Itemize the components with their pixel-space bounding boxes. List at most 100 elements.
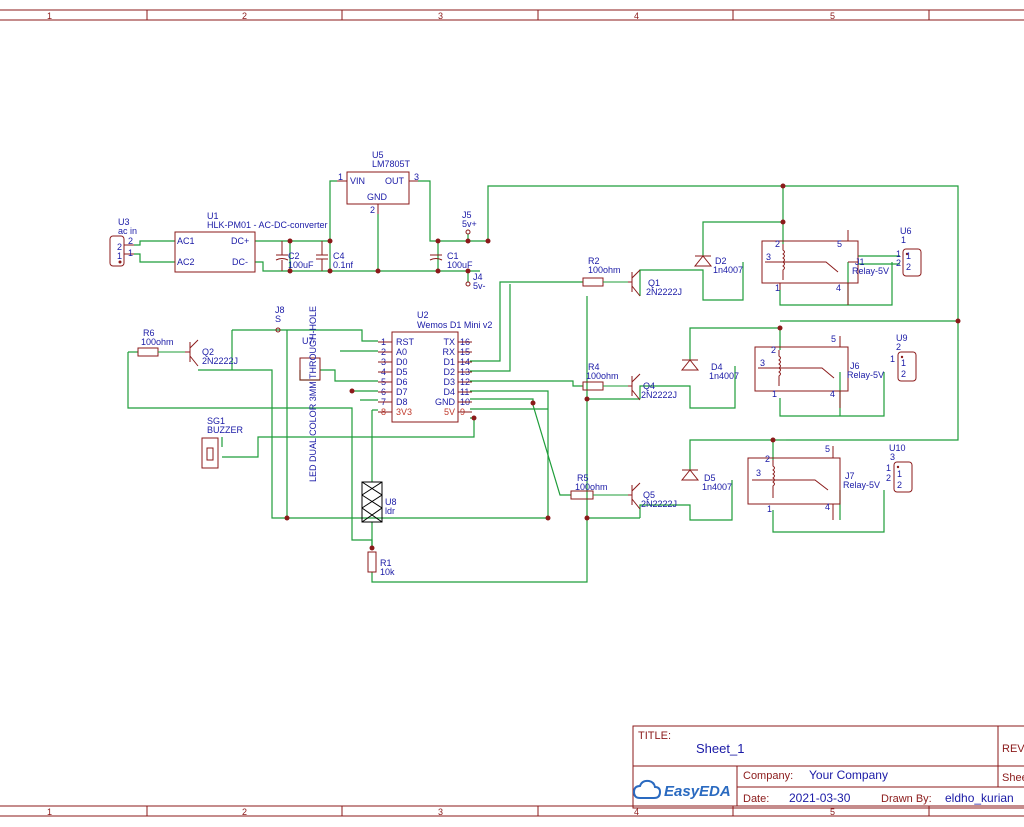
u5-out: OUT — [385, 176, 405, 186]
r5-ref: R5 — [577, 473, 589, 483]
u2-left-pin-name-3: D5 — [396, 367, 408, 377]
u2-right-pin-name-4: D3 — [443, 377, 455, 387]
frame-col-4-top: 4 — [634, 11, 639, 21]
d2-ref: D2 — [715, 256, 727, 266]
u3-value: ac in — [118, 226, 137, 236]
u1-ref: U1 — [207, 211, 219, 221]
j7-pin3: 3 — [756, 468, 761, 478]
u5-value: LM7805T — [372, 159, 411, 169]
j8-value: S — [275, 314, 281, 324]
j4-value: 5v- — [473, 281, 486, 291]
u2-wemos-body — [391, 331, 459, 423]
sheet-frame — [0, 9, 1024, 817]
u9-pin1-out: 1 — [890, 354, 895, 364]
q2-value: 2N2222J — [202, 356, 238, 366]
u2-left-pin-name-0: RST — [396, 337, 415, 347]
r5-value: 100ohm — [575, 482, 608, 492]
u2-left-pin-name-6: D8 — [396, 397, 408, 407]
u7-value: LED DUAL COLOR 3MM THROUGH-HOLE — [308, 306, 318, 482]
r1-resistor — [367, 551, 377, 573]
u3-pin1: 1 — [128, 248, 133, 258]
u5-p3: 3 — [414, 172, 419, 182]
j6-pin3: 3 — [760, 358, 765, 368]
d4-ref: D4 — [711, 362, 723, 372]
u8-value: ldr — [385, 506, 395, 516]
drawn-by-label: Drawn By: — [881, 793, 932, 805]
frame-col-3-bottom: 3 — [438, 807, 443, 817]
u9-pin1: 1 — [901, 358, 906, 368]
r5-resistor — [570, 490, 594, 500]
j5-test-point — [465, 229, 471, 235]
company-value: Your Company — [809, 768, 888, 782]
sheet-title: Sheet_1 — [696, 741, 744, 756]
u5-vin: VIN — [350, 176, 365, 186]
u9-pin2: 2 — [901, 369, 906, 379]
j7-ref: J7 — [845, 471, 855, 481]
j6-pin2: 2 — [771, 345, 776, 355]
q4-ref: Q4 — [643, 381, 655, 391]
j1-ref: J1 — [855, 257, 865, 267]
u5-gnd: GND — [367, 192, 388, 202]
d4-diode — [680, 359, 700, 371]
frame-col-4-bottom: 4 — [634, 807, 639, 817]
j7-value: Relay-5V — [843, 480, 880, 490]
u9-ref: U9 — [896, 333, 908, 343]
c4-ref: C4 — [333, 251, 345, 261]
j1-pin1: 1 — [775, 283, 780, 293]
j6-ref: J6 — [850, 361, 860, 371]
rev-label: REV — [1002, 743, 1024, 755]
j1-pin3: 3 — [766, 252, 771, 262]
j1-pin4: 4 — [836, 283, 841, 293]
u10-ref: U10 — [889, 443, 906, 453]
u5-ref: U5 — [372, 150, 384, 160]
sheet-label: Shee — [1002, 772, 1024, 784]
date-value: 2021-03-30 — [789, 791, 851, 805]
q1-transistor — [628, 269, 641, 297]
frame-col-1-top: 1 — [47, 11, 52, 21]
u2-right-pin-name-0: TX — [443, 337, 455, 347]
r6-ref: R6 — [143, 328, 155, 338]
u2-left-pin-name-5: D7 — [396, 387, 408, 397]
u2-left-pin-name-7: 3V3 — [396, 407, 412, 417]
u2-right-pin-name-3: D2 — [443, 367, 455, 377]
j6-pin5: 5 — [831, 334, 836, 344]
u6-pin2: 2 — [906, 262, 911, 272]
j5-ref: J5 — [462, 210, 472, 220]
u3-ac-in-connector — [109, 235, 134, 267]
r6-value: 100ohm — [141, 337, 174, 347]
c1-capacitor — [429, 254, 443, 261]
u2-left-pin-name-1: A0 — [396, 347, 407, 357]
u10-pin2-out: 2 — [886, 473, 891, 483]
j6-value: Relay-5V — [847, 370, 884, 380]
u2-value: Wemos D1 Mini v2 — [417, 320, 492, 330]
c4-capacitor — [316, 241, 328, 271]
u9-header — [897, 351, 917, 382]
j7-pin4: 4 — [825, 502, 830, 512]
u2-left-pin-name-2: D0 — [396, 357, 408, 367]
q5-ref: Q5 — [643, 490, 655, 500]
u2-ref: U2 — [417, 310, 429, 320]
u2-right-pin-name-7: 5V — [444, 407, 455, 417]
u10-pin2: 2 — [897, 480, 902, 490]
j7-pin2: 2 — [765, 454, 770, 464]
q1-value: 2N2222J — [646, 287, 682, 297]
u1-value: HLK-PM01 - AC-DC-converter — [207, 220, 328, 230]
r4-ref: R4 — [588, 362, 600, 372]
u6-pin1: 1 — [906, 251, 911, 261]
q4-transistor — [628, 373, 641, 401]
c1-value: 100uF — [447, 260, 473, 270]
u10-pin1-out: 1 — [886, 463, 891, 473]
d4-value: 1n4007 — [709, 371, 739, 381]
d5-value: 1n4007 — [702, 482, 732, 492]
sg1-ref: SG1 — [207, 416, 225, 426]
junctions — [284, 183, 961, 551]
j7-relay — [747, 446, 841, 520]
j6-relay — [754, 336, 849, 408]
j7-pin1: 1 — [767, 504, 772, 514]
u8-ldr — [361, 481, 383, 523]
j8-test-point — [275, 327, 281, 333]
r6-resistor — [137, 347, 159, 357]
sg1-buzzer — [201, 437, 219, 469]
